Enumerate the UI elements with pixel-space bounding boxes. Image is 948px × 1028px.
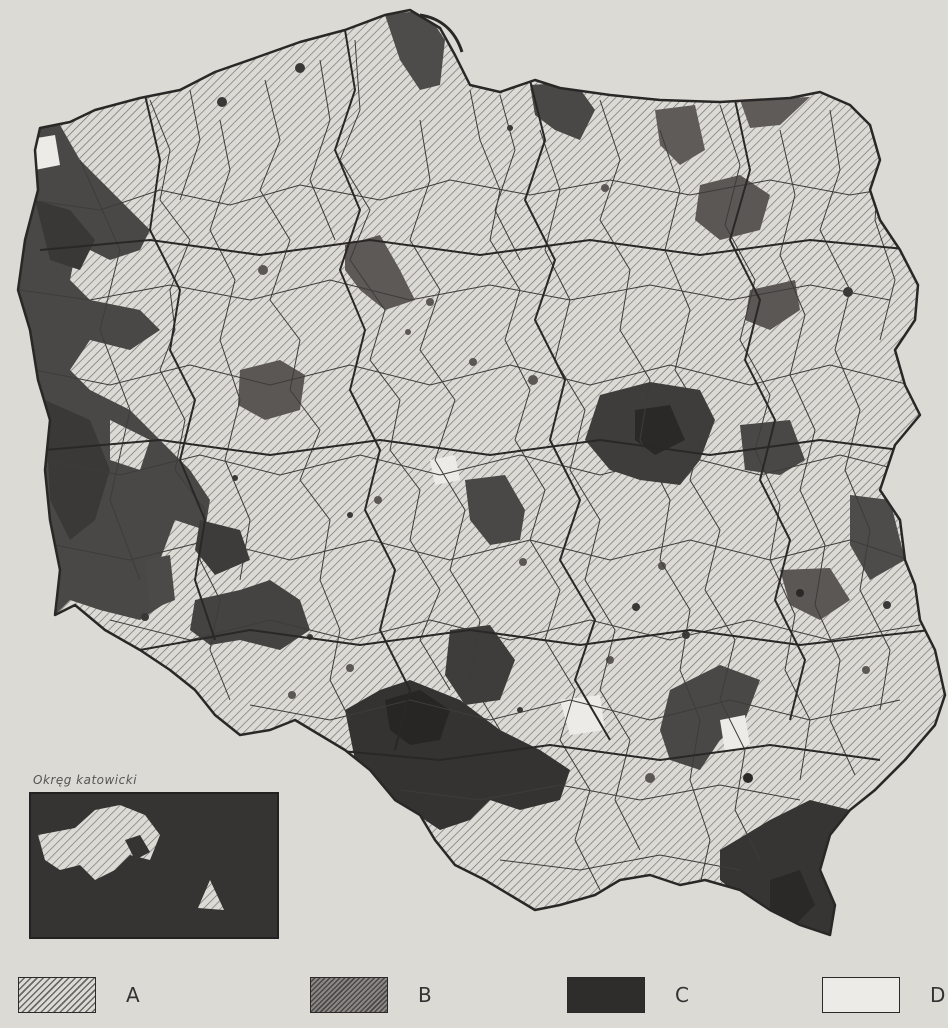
- hel-peninsula: [419, 13, 464, 53]
- poland-map: [16, 8, 947, 939]
- legend-item-c: C: [567, 977, 689, 1013]
- legend-swatch-b: [310, 977, 388, 1013]
- legend-label-a: A: [126, 983, 140, 1007]
- legend-label-b: B: [418, 983, 432, 1007]
- shaded-regions: [18, 10, 905, 935]
- inset-caption: Okręg katowicki: [33, 773, 138, 787]
- district-borders: [19, 39, 921, 891]
- inset-map: [29, 792, 279, 939]
- legend-label-c: C: [675, 983, 689, 1007]
- legend-item-d: D: [822, 977, 945, 1013]
- voivodeship-borders: [39, 29, 931, 761]
- legend-swatch-d: [822, 977, 900, 1013]
- legend-swatch-c: [567, 977, 645, 1013]
- map-legend: A B C D: [0, 963, 948, 1023]
- legend-label-d: D: [930, 983, 946, 1007]
- legend-swatch-a: [18, 977, 96, 1013]
- legend-item-b: B: [310, 977, 432, 1013]
- legend-item-a: A: [18, 977, 140, 1013]
